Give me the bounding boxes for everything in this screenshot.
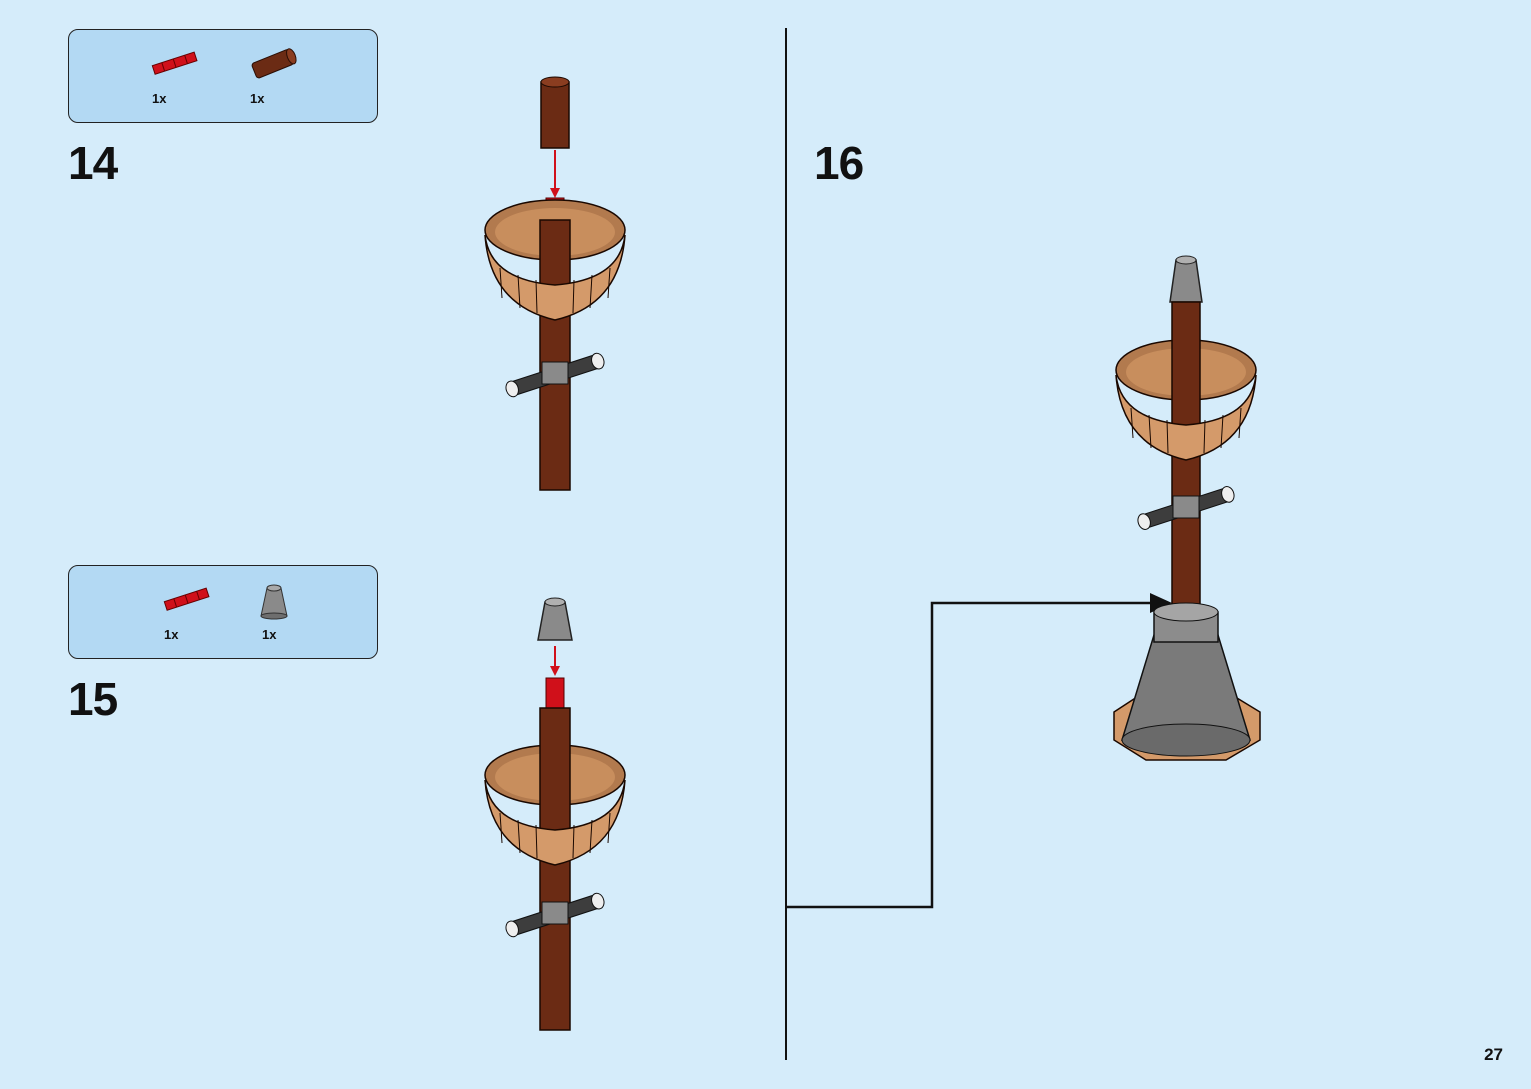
brown-round-brick-icon xyxy=(245,44,315,114)
step-number: 16 xyxy=(814,137,864,189)
step-number: 15 xyxy=(68,673,118,725)
part-quantity: 1x xyxy=(262,627,277,642)
red-axle-connector-icon xyxy=(147,44,217,114)
page-number: 27 xyxy=(1484,1045,1503,1064)
step-number: 14 xyxy=(68,137,118,189)
part-quantity: 1x xyxy=(250,91,265,106)
model-step-16 xyxy=(1113,255,1261,761)
grey-cone-icon xyxy=(255,580,325,650)
parts-list-step-14: 1x 1x xyxy=(68,29,378,123)
model-step-14 xyxy=(484,76,626,491)
red-axle-connector-icon xyxy=(159,580,229,650)
part-quantity: 1x xyxy=(164,627,179,642)
part-quantity: 1x xyxy=(152,91,167,106)
parts-list-step-15: 1x 1x xyxy=(68,565,378,659)
model-step-15 xyxy=(484,597,626,1031)
